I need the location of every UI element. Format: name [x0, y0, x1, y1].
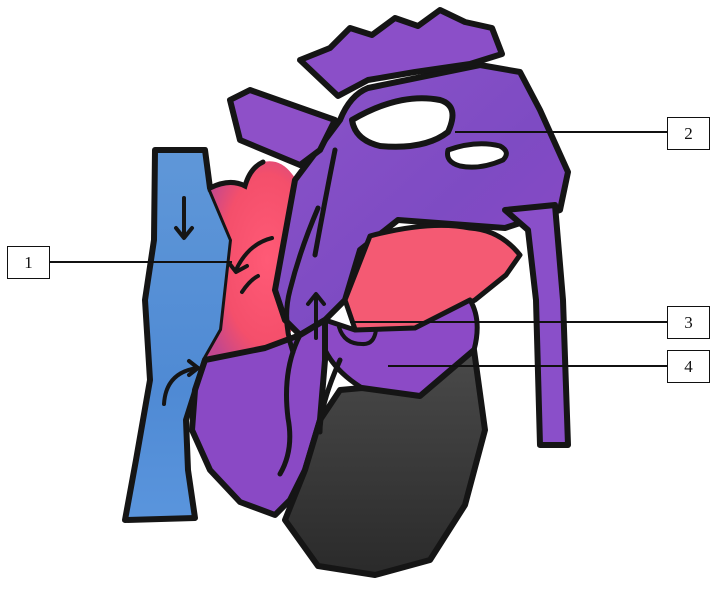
- descending-vessel: [505, 205, 568, 445]
- label-2-text: 2: [684, 124, 693, 144]
- label-4-box: 4: [667, 350, 710, 383]
- arch-gap-2: [448, 144, 507, 167]
- label-1-text: 1: [24, 253, 33, 273]
- label-1-box: 1: [7, 246, 50, 279]
- label-3-box: 3: [667, 306, 710, 339]
- left-extension: [230, 90, 335, 165]
- label-4-text: 4: [684, 357, 693, 377]
- label-3-text: 3: [684, 313, 693, 333]
- label-2-box: 2: [667, 117, 710, 150]
